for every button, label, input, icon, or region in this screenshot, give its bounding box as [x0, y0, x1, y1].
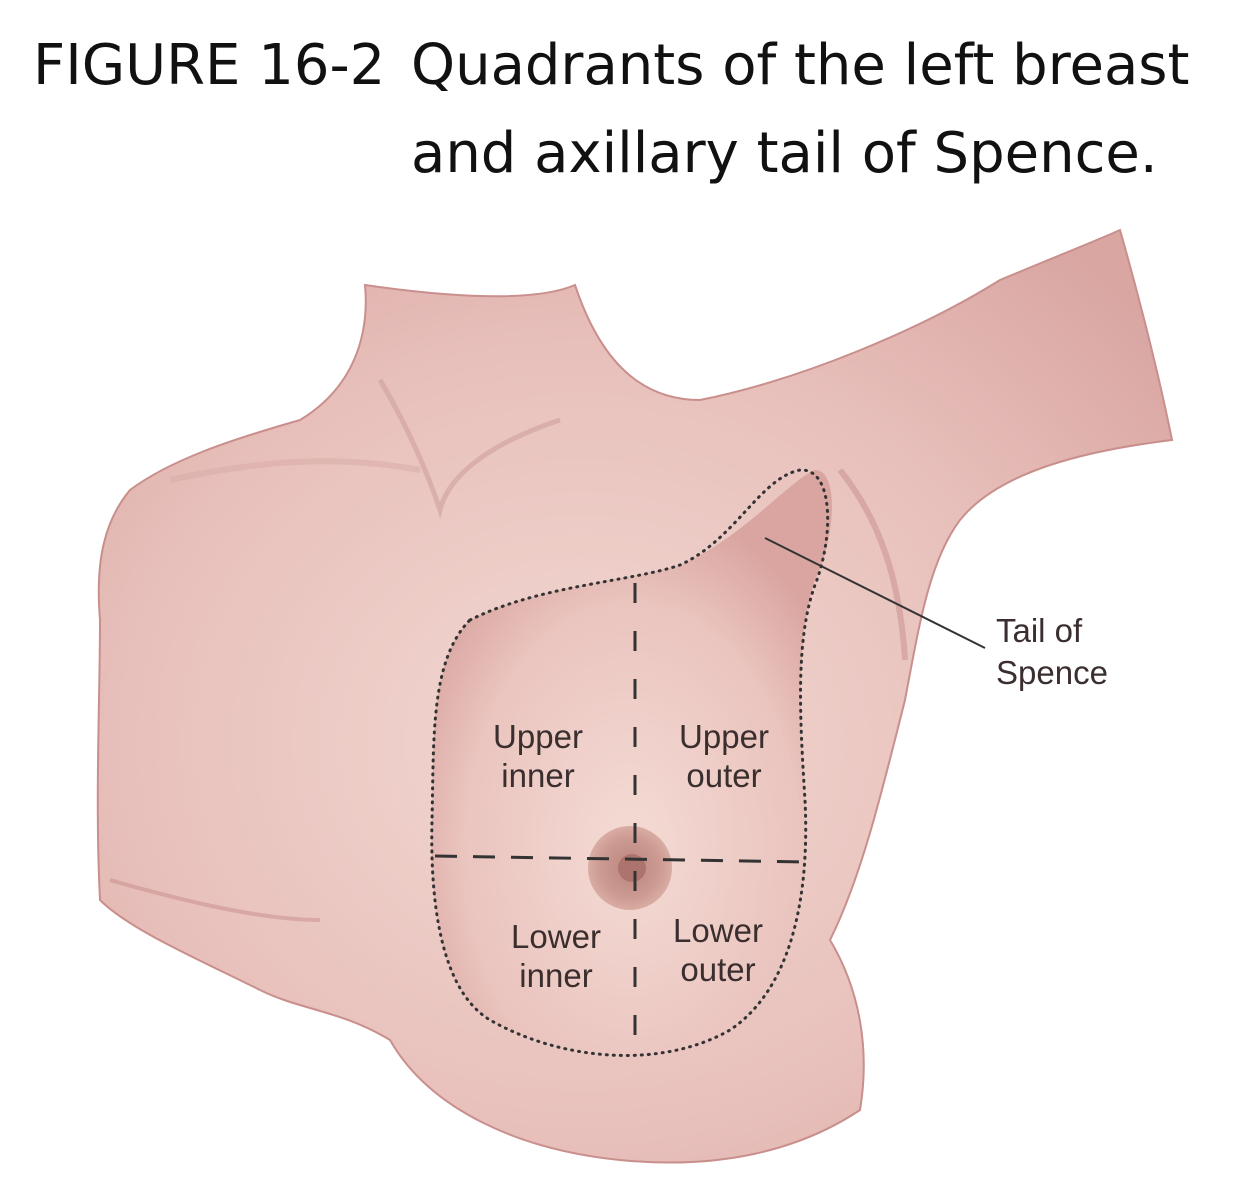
figure-title-line-2: and axillary tail of Spence.: [411, 121, 1158, 186]
breast-tissue-outline: [430, 468, 830, 1057]
clavicle-line: [169, 458, 421, 483]
label-lower-inner-line-2: inner: [519, 957, 592, 994]
armpit-shadow: [837, 468, 908, 661]
label-lower-outer-line-1: Lower: [673, 912, 763, 949]
figure-title-line-1: Quadrants of the left breast: [411, 33, 1190, 98]
figure-caption: FIGURE 16-2 Quadrants of the left breast…: [33, 22, 1233, 198]
label-tail-of-spence-line-1: Tail of: [996, 612, 1083, 649]
label-upper-inner-line-1: Upper: [493, 718, 583, 755]
neck-shadow: [377, 378, 561, 519]
label-lower-outer-line-2: outer: [680, 951, 755, 988]
figure-number: FIGURE 16-2: [33, 33, 386, 98]
label-tail-of-spence-line-2: Spence: [996, 654, 1108, 691]
horizontal-quadrant-divider: [434, 854, 809, 864]
label-upper-outer-line-2: outer: [686, 757, 761, 794]
nipple: [618, 854, 646, 882]
tail-of-spence-leader-line: [764, 537, 986, 649]
right-breast-edge: [109, 878, 321, 922]
breast-shape: [431, 470, 832, 1056]
label-upper-outer-line-1: Upper: [679, 718, 769, 755]
label-lower-inner-line-1: Lower: [511, 918, 601, 955]
label-upper-inner-line-2: inner: [501, 757, 574, 794]
figure-title: Quadrants of the left breast and axillar…: [411, 22, 1211, 198]
